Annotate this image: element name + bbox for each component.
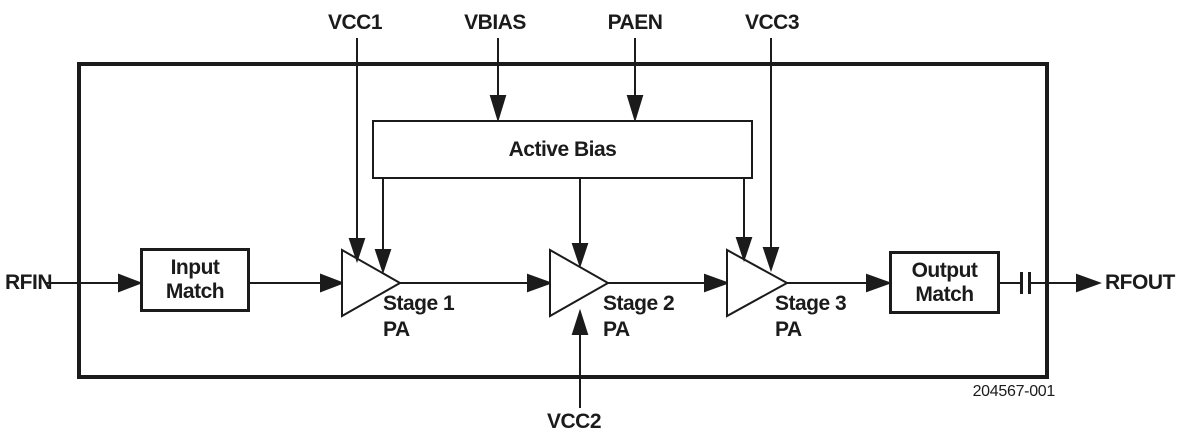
stage1-label: Stage 1 PA bbox=[383, 291, 455, 343]
chip-enclosure-outline bbox=[77, 62, 1049, 379]
stage3-input-arrowhead-icon bbox=[704, 273, 730, 293]
input-match-label-line2: Match bbox=[165, 280, 225, 303]
vcc1-arrowhead-icon bbox=[348, 238, 366, 264]
stage1-amplifier-triangle-icon bbox=[341, 248, 403, 318]
pin-label-vcc2: VCC2 bbox=[546, 410, 602, 433]
stage3-label: Stage 3 PA bbox=[775, 291, 847, 343]
active-bias-block: Active Bias bbox=[372, 120, 753, 179]
stage2-input-arrowhead-icon bbox=[527, 273, 553, 293]
active-bias-label: Active Bias bbox=[508, 137, 617, 161]
stage2-label: Stage 2 PA bbox=[603, 291, 675, 343]
figure-number: 204567-001 bbox=[972, 383, 1056, 400]
vcc2-arrowhead-icon bbox=[571, 308, 589, 335]
pin-label-vbias: VBIAS bbox=[464, 11, 526, 34]
stage2-title: Stage 2 bbox=[603, 292, 675, 315]
stage1-title: Stage 1 bbox=[383, 292, 455, 315]
output-match-label-line1: Output bbox=[911, 258, 978, 282]
output-match-label-line2: Match bbox=[915, 282, 974, 306]
outputmatch-input-arrowhead-icon bbox=[866, 273, 892, 293]
stage3-subtitle: PA bbox=[775, 318, 802, 341]
stage2-amplifier-triangle-icon bbox=[549, 248, 611, 318]
pin-label-vcc1: VCC1 bbox=[327, 11, 383, 34]
stage3-amplifier-triangle-icon bbox=[726, 248, 790, 318]
stage2-subtitle: PA bbox=[603, 318, 630, 341]
pin-label-vcc3: VCC3 bbox=[744, 11, 800, 34]
rfout-arrowhead-icon bbox=[1076, 273, 1102, 293]
pin-label-paen: PAEN bbox=[607, 11, 663, 34]
vcc3-arrowhead-icon bbox=[762, 247, 780, 273]
stage1-subtitle: PA bbox=[383, 318, 410, 341]
paen-arrowhead-icon bbox=[626, 95, 644, 123]
stage3-title: Stage 3 bbox=[775, 292, 847, 315]
output-match-block: Output Match bbox=[889, 251, 1000, 314]
vbias-arrowhead-icon bbox=[489, 95, 507, 123]
pin-label-rfout: RFOUT bbox=[1105, 271, 1175, 294]
input-match-block: Input Match bbox=[140, 248, 250, 312]
bias-stage2-arrowhead-icon bbox=[571, 243, 589, 269]
bias-stage3-arrowhead-icon bbox=[735, 237, 753, 263]
stage1-input-arrowhead-icon bbox=[320, 273, 345, 293]
rfin-arrowhead-icon bbox=[118, 273, 143, 293]
input-match-label-line1: Input bbox=[170, 256, 220, 279]
bias-stage1-arrowhead-icon bbox=[374, 249, 392, 275]
pin-label-rfin: RFIN bbox=[5, 271, 53, 294]
